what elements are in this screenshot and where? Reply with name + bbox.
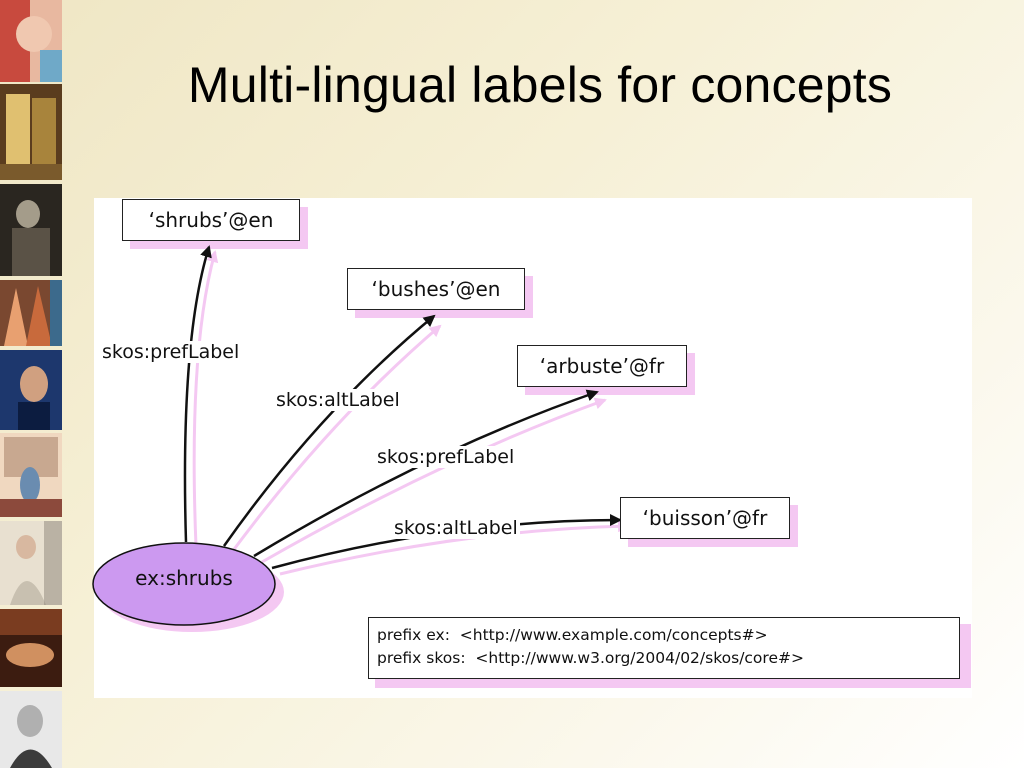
edge-altlabel-en <box>222 314 436 547</box>
prefix-line-skos: prefix skos: <http://www.w3.org/2004/02/… <box>377 649 804 667</box>
edge-label-preflabel-fr: skos:prefLabel <box>375 446 517 468</box>
prefix-line-ex: prefix ex: <http://www.example.com/conce… <box>377 626 768 644</box>
window-scene-thumbnail <box>0 433 62 517</box>
demoiselles-thumbnail <box>0 280 62 346</box>
target-label-bushes-en: ‘bushes’@en <box>347 268 525 310</box>
target-label-buisson-fr: ‘buisson’@fr <box>620 497 790 539</box>
pastel-lady-thumbnail <box>0 521 62 605</box>
edge-shadow <box>192 250 219 547</box>
edge-label-altlabel-en: skos:altLabel <box>274 389 402 411</box>
sepia-figure-thumbnail <box>0 184 62 276</box>
target-label-arbuste-fr: ‘arbuste’@fr <box>517 345 687 387</box>
source-node-ellipse <box>92 542 276 626</box>
edge-shadow <box>230 324 442 553</box>
cubist-faces-thumbnail <box>0 84 62 180</box>
thumbnail-strip <box>0 0 62 768</box>
edge-label-preflabel-en: skos:prefLabel <box>100 341 242 363</box>
source-node-label: ex:shrubs <box>135 566 233 590</box>
edge-preflabel-en <box>183 245 212 543</box>
reclining-figure-thumbnail <box>0 609 62 687</box>
target-label-shrubs-en: ‘shrubs’@en <box>122 199 300 241</box>
bearded-man-thumbnail <box>0 691 62 768</box>
prefix-box: prefix ex: <http://www.example.com/conce… <box>368 617 960 679</box>
portrait-red-thumbnail <box>0 0 62 82</box>
edge-shadow <box>261 397 607 564</box>
slide-title: Multi-lingual labels for concepts <box>187 57 893 113</box>
blue-portrait-thumbnail <box>0 350 62 430</box>
edge-label-altlabel-fr: skos:altLabel <box>392 517 520 539</box>
edge-shadow <box>279 520 630 576</box>
